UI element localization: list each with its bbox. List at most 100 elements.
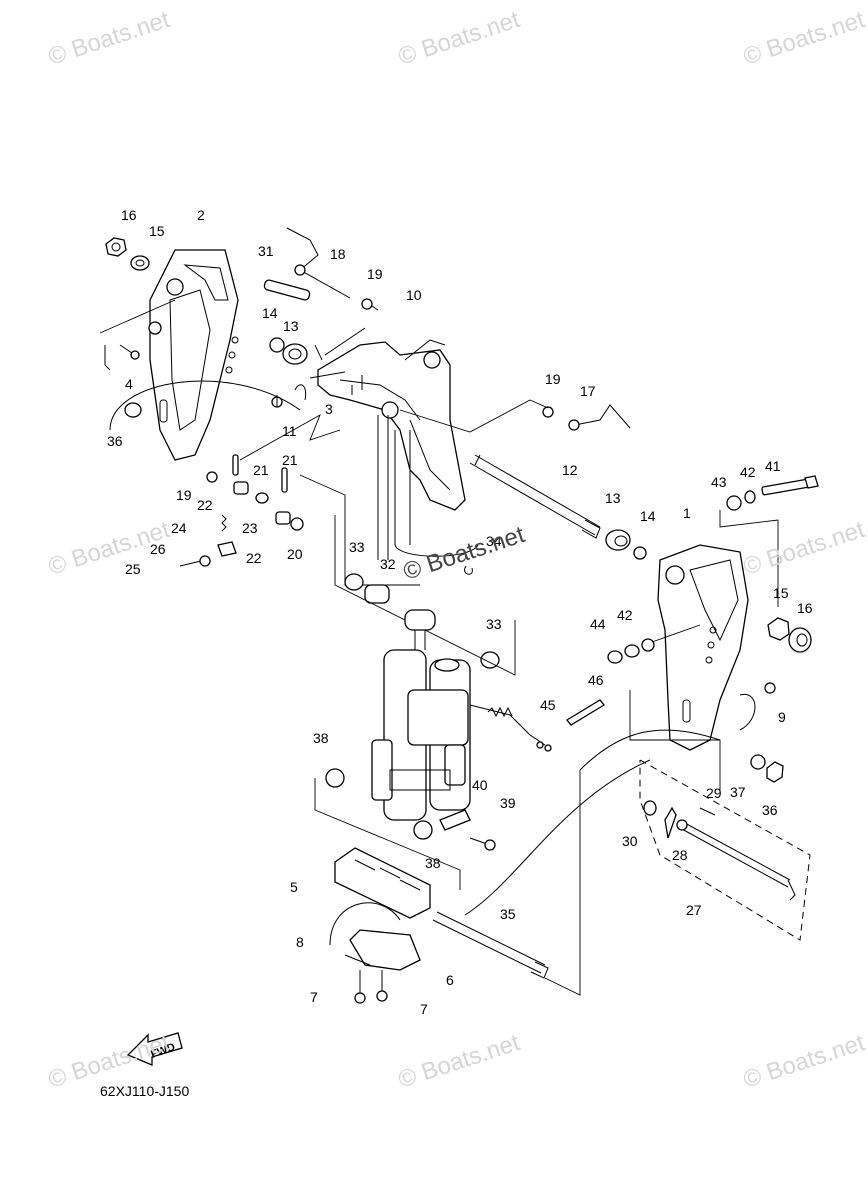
lever-18[interactable]: [286, 227, 351, 299]
bushing-13-top[interactable]: [282, 343, 308, 365]
callout-21b: 21: [282, 452, 298, 468]
callout-30: 30: [622, 833, 638, 849]
washer-42-mid[interactable]: [641, 638, 655, 652]
pin-8[interactable]: [344, 954, 371, 966]
nut-20[interactable]: [290, 517, 304, 531]
swivel-bracket[interactable]: [317, 339, 466, 511]
bolt-7-left[interactable]: [354, 970, 366, 1004]
callout-39: 39: [500, 795, 516, 811]
power-trim-tilt-unit[interactable]: [371, 609, 471, 821]
callout-43: 43: [711, 474, 727, 490]
callout-23: 23: [242, 520, 258, 536]
callout-29: 29: [706, 785, 722, 801]
callout-45: 45: [540, 697, 556, 713]
bolt-19-lower[interactable]: [206, 471, 218, 483]
callout-42b: 42: [617, 607, 633, 623]
callout-22b: 22: [246, 550, 262, 566]
lower-bracket-5[interactable]: [334, 847, 431, 919]
callout-38b: 38: [425, 855, 441, 871]
callout-36a: 36: [107, 433, 123, 449]
plate-22-upper[interactable]: [233, 481, 249, 495]
screw-4[interactable]: [119, 344, 140, 360]
collar-23[interactable]: [255, 492, 269, 504]
callout-4: 4: [125, 376, 133, 392]
callout-35: 35: [500, 906, 516, 922]
nut-36-left[interactable]: [124, 402, 142, 418]
bolt-7-right[interactable]: [376, 970, 388, 1002]
tilt-pin-31[interactable]: [263, 279, 311, 301]
clip-34[interactable]: [464, 565, 473, 575]
callout-26: 26: [150, 541, 166, 557]
rod-27[interactable]: [676, 819, 796, 901]
pin-21-left[interactable]: [232, 454, 239, 476]
spring-30[interactable]: [643, 800, 657, 816]
washer-43[interactable]: [726, 495, 742, 511]
collar-33-right[interactable]: [480, 651, 500, 669]
bolt-19-right[interactable]: [542, 406, 554, 418]
nut-36-right[interactable]: [766, 761, 784, 783]
callout-6: 6: [446, 972, 454, 988]
bushing-13-right[interactable]: [605, 529, 631, 551]
cotter-pin-29[interactable]: [699, 807, 716, 816]
callout-31: 31: [258, 243, 274, 259]
callout-46: 46: [588, 672, 604, 688]
callout-37: 37: [730, 784, 746, 800]
through-tube-35[interactable]: [432, 911, 549, 979]
clip-28[interactable]: [664, 806, 677, 839]
callout-1: 1: [683, 505, 691, 521]
grease-nipple-11[interactable]: [271, 395, 283, 408]
pin-21-right[interactable]: [281, 467, 288, 493]
callout-15b: 15: [773, 585, 789, 601]
washer-42-top[interactable]: [744, 490, 756, 504]
callout-13b: 13: [605, 490, 621, 506]
bolt-41[interactable]: [761, 475, 819, 496]
callout-22a: 22: [197, 497, 213, 513]
callout-41: 41: [765, 458, 781, 474]
callout-19a: 19: [367, 266, 383, 282]
plate-22-lower[interactable]: [275, 511, 291, 525]
callout-7b: 7: [420, 1001, 428, 1017]
clip-3[interactable]: [294, 384, 307, 401]
lever-17[interactable]: [568, 404, 631, 431]
callout-40: 40: [472, 777, 488, 793]
nut-16-right[interactable]: [788, 627, 812, 653]
callout-labels: 1 2 3 4 5 6 7 7 8 9 10 11 12 13 13 14 14…: [107, 207, 813, 1017]
callout-24: 24: [171, 520, 187, 536]
callout-16b: 16: [797, 600, 813, 616]
lower-bracket-6[interactable]: [329, 902, 421, 971]
bolt-19-top[interactable]: [361, 298, 379, 311]
callout-25: 25: [125, 561, 141, 577]
collar-33-left[interactable]: [344, 573, 364, 591]
bushing-32[interactable]: [364, 584, 390, 604]
callout-16a: 16: [121, 207, 137, 223]
callout-28: 28: [672, 847, 688, 863]
callout-32: 32: [380, 556, 396, 572]
bushing-38-right[interactable]: [413, 820, 433, 840]
callout-18: 18: [330, 246, 346, 262]
washer-44[interactable]: [607, 644, 640, 664]
plate-40[interactable]: [439, 809, 471, 831]
lever-26[interactable]: [217, 541, 237, 557]
bolt-39[interactable]: [469, 837, 496, 851]
clamp-bracket-left[interactable]: [148, 249, 239, 461]
wiring-45[interactable]: [469, 704, 552, 752]
clamp-bracket-right[interactable]: [657, 544, 749, 751]
spring-24[interactable]: [221, 514, 227, 532]
callout-19b: 19: [545, 371, 561, 387]
screw-9[interactable]: [764, 682, 776, 694]
washer-14-right[interactable]: [633, 546, 647, 560]
callout-14b: 14: [640, 508, 656, 524]
washer-37[interactable]: [750, 754, 766, 770]
washer-15-right[interactable]: [767, 617, 790, 641]
callout-15a: 15: [149, 223, 165, 239]
washer-15-left[interactable]: [130, 255, 150, 271]
tilt-shaft-12[interactable]: [469, 454, 601, 539]
bolt-25[interactable]: [179, 555, 211, 567]
callout-9: 9: [778, 709, 786, 725]
bushing-38-left[interactable]: [325, 768, 345, 788]
cable-tie-46[interactable]: [566, 699, 605, 726]
washer-14-top[interactable]: [269, 337, 285, 353]
nut-16-left[interactable]: [105, 237, 127, 257]
callout-2: 2: [197, 207, 205, 223]
